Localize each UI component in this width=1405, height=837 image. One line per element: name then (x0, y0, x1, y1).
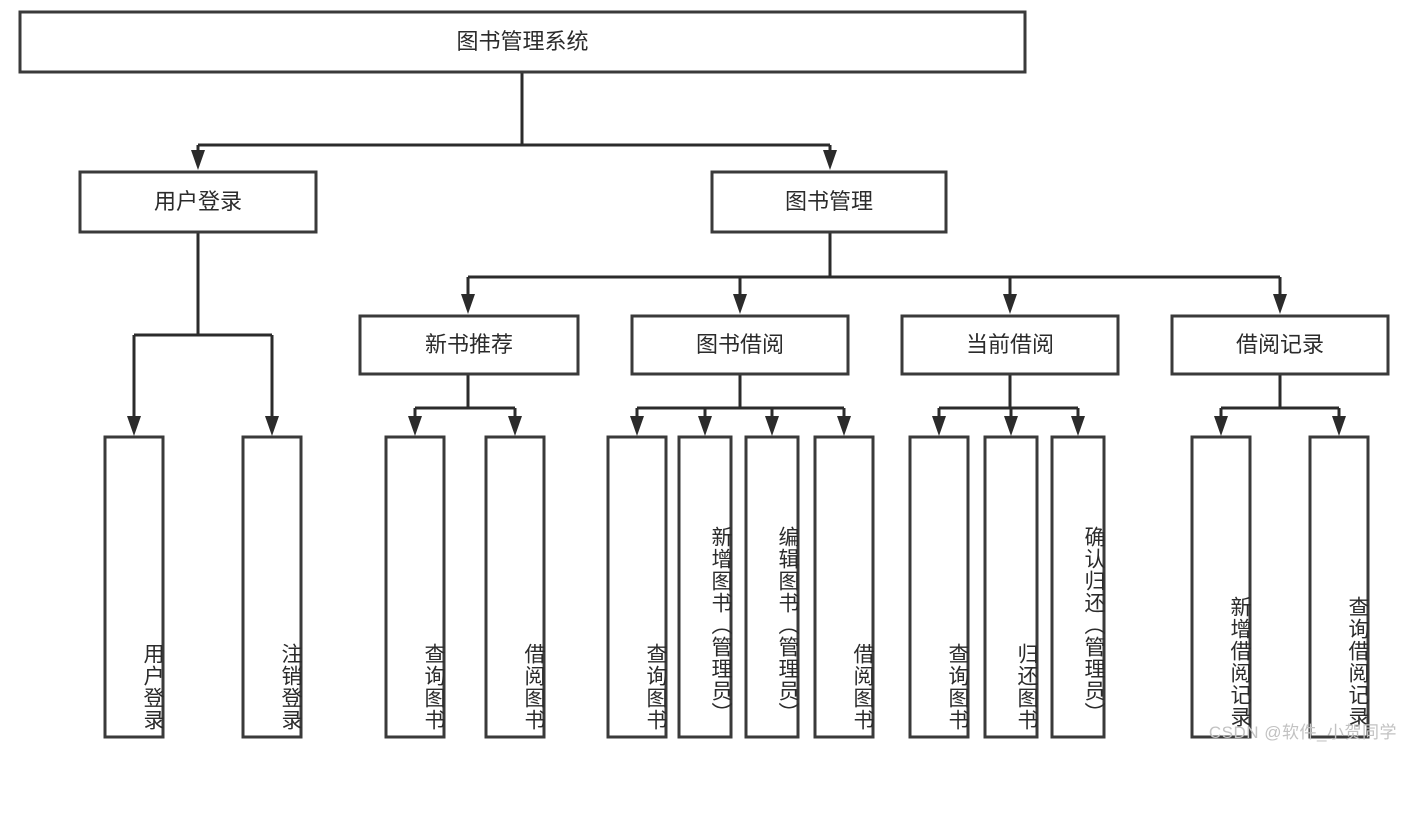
node-box-book-manage[interactable] (710, 170, 948, 234)
arrow-new-book-recommend (461, 294, 475, 314)
node-label-book-borrow: 图书借阅 (696, 332, 784, 357)
node-box-borrow-record[interactable] (1170, 314, 1390, 376)
arrow-heads (127, 150, 1346, 436)
node-label-borrow-record: 借阅记录 (1236, 332, 1324, 357)
node-box-leaf-query-book-3[interactable] (908, 435, 970, 739)
node-box-user-login[interactable] (78, 170, 318, 234)
arrow-current-borrow (1003, 294, 1017, 314)
arrow-leaf-borrow-book-1 (508, 416, 522, 436)
node-label-root: 图书管理系统 (456, 29, 588, 54)
node-boxes (18, 10, 1390, 739)
arrow-borrow-record (1273, 294, 1287, 314)
arrow-leaf-query-borrow-record (1332, 416, 1346, 436)
arrow-book-borrow (733, 294, 747, 314)
node-box-book-borrow[interactable] (630, 314, 850, 376)
arrow-leaf-confirm-return-admin (1071, 416, 1085, 436)
node-box-leaf-query-book-2[interactable] (606, 435, 668, 739)
arrow-leaf-edit-book-admin (765, 416, 779, 436)
node-label-book-manage: 图书管理 (785, 189, 873, 214)
node-box-leaf-user-login[interactable] (103, 435, 165, 739)
arrow-leaf-return-book (1004, 416, 1018, 436)
node-box-leaf-add-book-admin[interactable] (677, 435, 733, 739)
node-label-user-login: 用户登录 (154, 189, 242, 214)
arrow-leaf-add-borrow-record (1214, 416, 1228, 436)
node-box-leaf-query-borrow-record[interactable] (1308, 435, 1370, 739)
arrow-leaf-add-book-admin (698, 416, 712, 436)
hierarchy-diagram: 图书管理系统用户登录图书管理新书推荐图书借阅当前借阅借阅记录 用户登录注销登录查… (18, 10, 1397, 742)
node-label-new-book-recommend: 新书推荐 (425, 332, 513, 357)
node-box-leaf-user-logout[interactable] (241, 435, 303, 739)
node-box-leaf-return-book[interactable] (983, 435, 1039, 739)
arrow-leaf-query-book-2 (630, 416, 644, 436)
arrow-user-login (191, 150, 205, 170)
node-box-leaf-query-book-1[interactable] (384, 435, 446, 739)
node-box-leaf-borrow-book-1[interactable] (484, 435, 546, 739)
node-box-leaf-edit-book-admin[interactable] (744, 435, 800, 739)
arrow-leaf-query-book-1 (408, 416, 422, 436)
node-box-root[interactable] (18, 10, 1027, 74)
node-box-leaf-add-borrow-record[interactable] (1190, 435, 1252, 739)
node-box-leaf-confirm-return-admin[interactable] (1050, 435, 1106, 739)
node-box-leaf-borrow-book-2[interactable] (813, 435, 875, 739)
arrow-leaf-borrow-book-2 (837, 416, 851, 436)
arrow-book-manage (823, 150, 837, 170)
arrow-leaf-user-logout (265, 416, 279, 436)
arrow-leaf-query-book-3 (932, 416, 946, 436)
arrow-leaf-user-login (127, 416, 141, 436)
node-box-new-book-recommend[interactable] (358, 314, 580, 376)
watermark-text: CSDN @软件_小贺同学 (1208, 723, 1397, 742)
node-box-current-borrow[interactable] (900, 314, 1120, 376)
node-label-current-borrow: 当前借阅 (966, 332, 1054, 357)
